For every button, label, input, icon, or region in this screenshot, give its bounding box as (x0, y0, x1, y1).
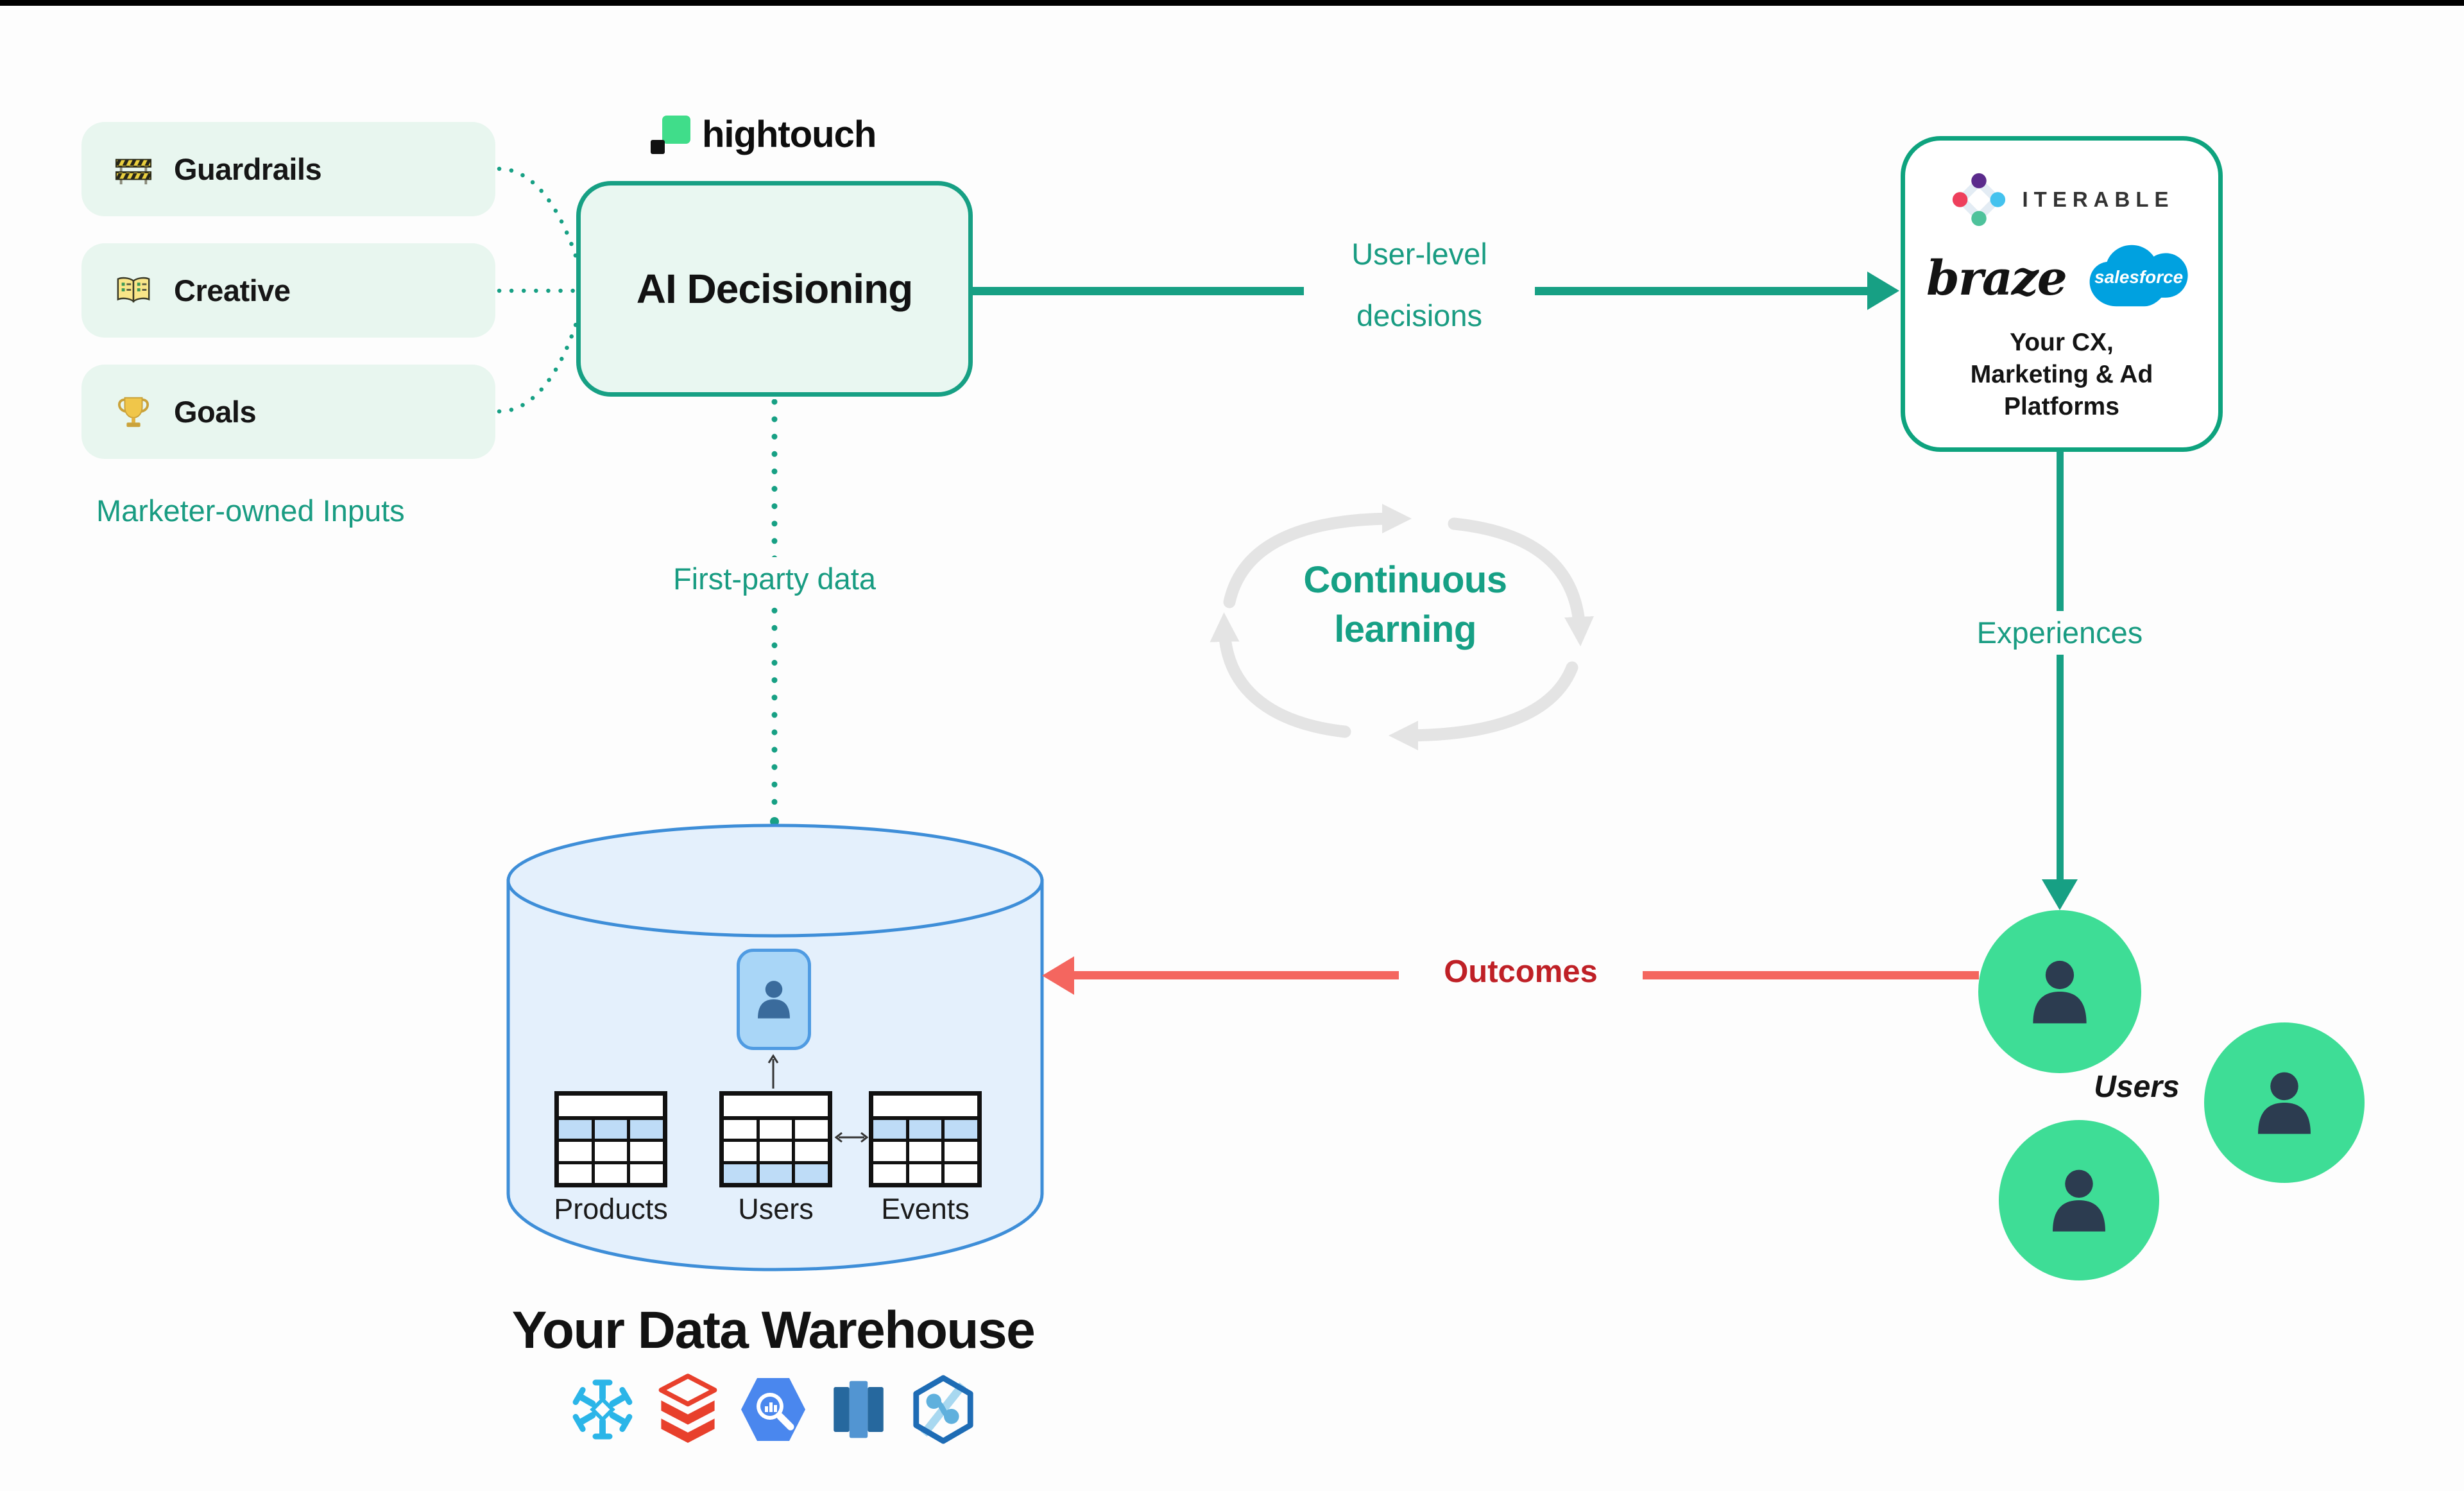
platforms-caption: Your CX, Marketing & Ad Platforms (1970, 329, 2153, 420)
iterable-logo: ITERABLE (1949, 170, 2175, 229)
events-table-icon (869, 1091, 982, 1187)
trophy-icon (117, 397, 150, 427)
pill-guardrails: Guardrails (81, 122, 495, 216)
warehouse-title: Your Data Warehouse (511, 1301, 1036, 1359)
pill-creative: Creative (81, 243, 495, 338)
first-party-data-label: First-party data (643, 557, 906, 601)
experiences-label: Experiences (1928, 611, 2191, 655)
bigquery-icon (741, 1378, 805, 1441)
user-circle-1 (1978, 910, 2141, 1073)
pill-creative-label: Creative (174, 273, 291, 307)
user-level-decisions-label: User-level decisions (1304, 232, 1535, 338)
user-circle-3 (2204, 1022, 2365, 1183)
hightouch-wordmark: hightouch (702, 114, 877, 155)
warehouse-vendor-logos (567, 1374, 978, 1445)
person-icon (2053, 1169, 2105, 1232)
products-table-label: Products (554, 1193, 668, 1225)
iterable-wordmark: ITERABLE (2022, 187, 2175, 211)
hightouch-logo: hightouch (649, 113, 877, 156)
salesforce-wordmark: salesforce (2094, 267, 2183, 287)
continuous-learning-label: Continuous learning (1303, 559, 1507, 650)
arrow-head-right-icon (1867, 271, 1899, 310)
person-icon (758, 981, 790, 1019)
top-border-bar (0, 0, 2464, 6)
inputs-dotted-connectors (497, 166, 588, 414)
iterable-mark-icon (1952, 173, 2005, 227)
users-table-label: Users (738, 1193, 814, 1225)
ai-decisioning-box: AI Decisioning (576, 181, 973, 397)
salesforce-logo-icon: salesforce (2089, 245, 2188, 307)
marketer-inputs-caption: Marketer-owned Inputs (96, 494, 405, 528)
users-table-icon (719, 1091, 832, 1187)
barrier-icon (115, 159, 152, 184)
synapse-icon (913, 1375, 973, 1444)
snowflake-icon (572, 1379, 633, 1440)
experiences-arrow (2057, 451, 2064, 881)
platforms-box: ITERABLE braze salesforce Your CX, Marke… (1901, 136, 2223, 452)
ai-decisioning-label: AI Decisioning (636, 266, 913, 312)
users-to-profile-arrow (767, 1054, 779, 1089)
hightouch-mark-icon (651, 115, 690, 154)
products-table-icon (554, 1091, 667, 1187)
events-table-label: Events (881, 1193, 970, 1225)
book-icon (117, 277, 150, 303)
person-icon (2258, 1072, 2311, 1134)
first-party-data-dotted-line (770, 399, 779, 826)
pill-goals: Goals (81, 365, 495, 459)
pill-goals-label: Goals (174, 395, 257, 429)
redshift-icon (834, 1381, 884, 1438)
arrow-head-left-icon (1042, 956, 1074, 995)
braze-salesforce-logos: braze salesforce (1926, 238, 2197, 319)
users-events-double-arrow (834, 1132, 869, 1143)
pill-guardrails-label: Guardrails (174, 152, 322, 186)
warehouse-user-profile (737, 949, 811, 1050)
user-circle-2 (1999, 1120, 2159, 1280)
braze-wordmark: braze (1926, 251, 2067, 306)
continuous-learning-cycle-icon (1210, 504, 1594, 750)
outcomes-label: Outcomes (1399, 951, 1643, 992)
arrow-head-down-icon (2042, 879, 2078, 910)
databricks-icon (658, 1374, 717, 1443)
users-label: Users (2094, 1070, 2180, 1104)
person-icon (2033, 960, 2087, 1024)
